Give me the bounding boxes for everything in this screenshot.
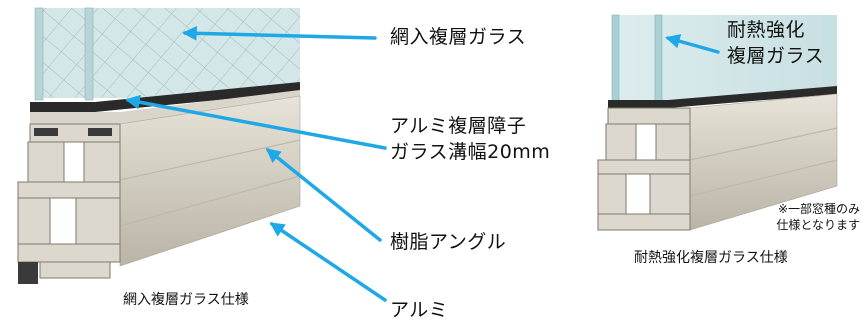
note-line2: 仕様となります (776, 218, 860, 232)
label-resin-angle: 樹脂アングル (390, 231, 507, 253)
caption-left: 網入複層ガラス仕様 (123, 292, 249, 308)
arrow-resin (265, 148, 382, 242)
label-wired-glass: 網入複層ガラス (390, 26, 527, 48)
arrow-heat-glass (665, 34, 720, 54)
right-sash-figure (597, 14, 838, 231)
arrow-aluminum (269, 222, 387, 302)
label-spacer-line1: アルミ複層障子 (390, 115, 527, 137)
callout-arrows (125, 25, 720, 302)
arrow-glass (182, 25, 377, 41)
label-heat-glass-line1: 耐熱強化 (727, 19, 806, 41)
frame-profile-section (17, 123, 121, 279)
label-heat-glass-line2: 複層ガラス (727, 45, 825, 67)
label-aluminum: アルミ (390, 299, 449, 321)
note-line1: ※一部窓種のみ (777, 202, 860, 216)
arrow-spacer (125, 94, 387, 150)
wired-glass-pane (35, 8, 300, 98)
label-spacer-line2: ガラス溝幅20mm (390, 141, 551, 163)
caption-right: 耐熱強化複層ガラス仕様 (634, 250, 788, 266)
heat-resistant-glass-pane (612, 15, 837, 100)
left-sash-figure (17, 7, 301, 284)
sash-frame-face (119, 95, 301, 267)
